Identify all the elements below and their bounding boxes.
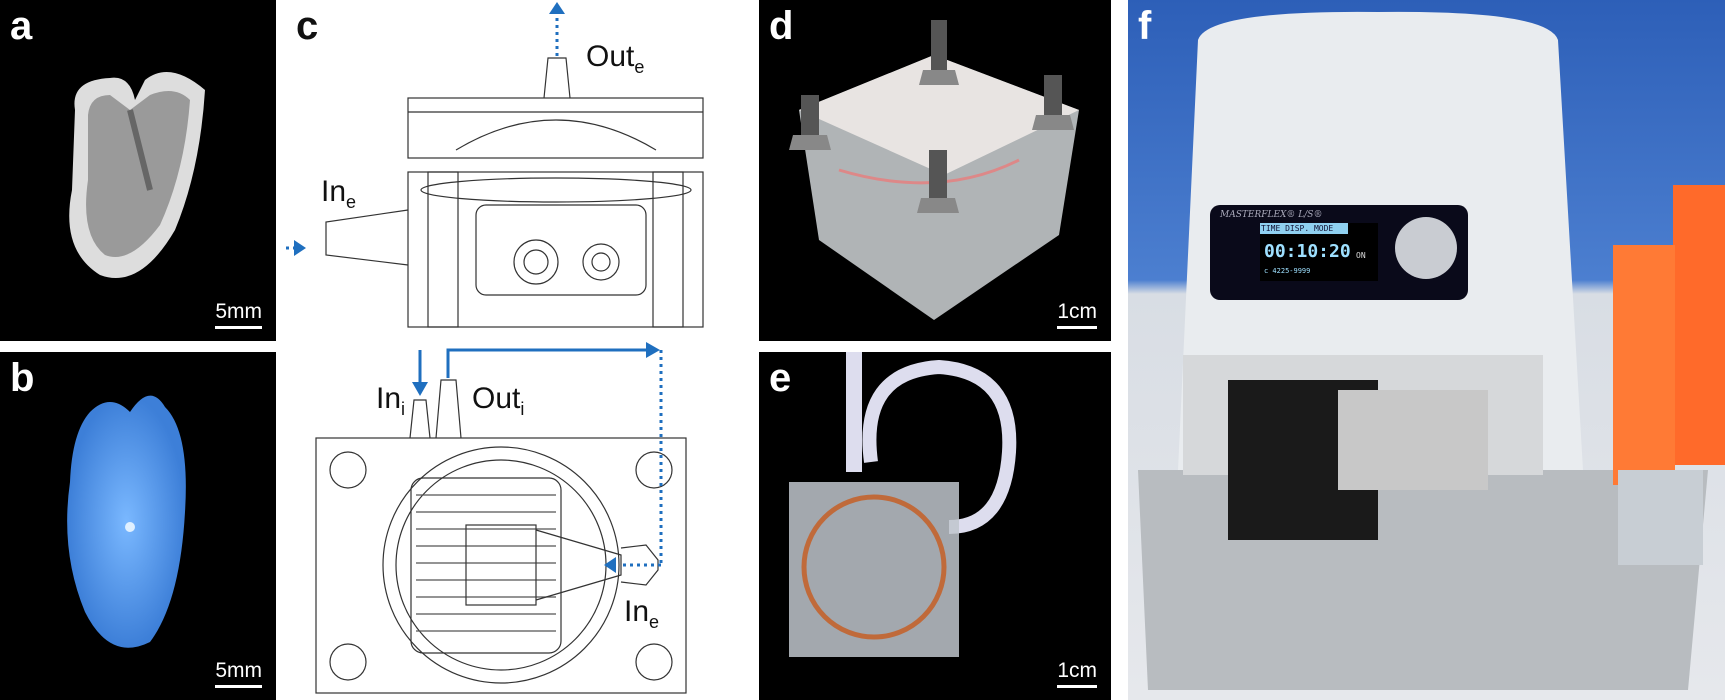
scale-bar: 5mm bbox=[215, 300, 262, 329]
scale-label: 5mm bbox=[215, 659, 262, 682]
pump-setup-photo bbox=[1138, 11, 1725, 690]
scale-bar: 1cm bbox=[1057, 659, 1097, 688]
chamber-photo bbox=[789, 20, 1079, 320]
panel-f-peristaltic-pump: f MASTERFLEX® L/S® TIME DISP. MODE 00:10… bbox=[1128, 0, 1725, 700]
pump-brand: MASTERFLEX® L/S® bbox=[1220, 210, 1323, 220]
panel-d-chamber-photo: d 1cm bbox=[759, 0, 1111, 341]
panel-label: e bbox=[769, 356, 792, 400]
pump-direction-pad[interactable] bbox=[1395, 217, 1457, 279]
label-out-e: Oute bbox=[586, 40, 645, 77]
panel-c-chamber-schematic: c Oute Ine Ini Outi Ine bbox=[286, 0, 748, 700]
scale-bar: 1cm bbox=[1057, 300, 1097, 329]
lcd-mode: TIME DISP. MODE bbox=[1260, 223, 1348, 234]
label-in-i: Ini bbox=[376, 382, 406, 419]
panel-b-fluorescent-heart: b 5mm bbox=[0, 352, 276, 700]
label-in-e-bottom: Ine bbox=[624, 595, 660, 632]
chamber-line-drawing bbox=[286, 2, 704, 694]
pump-control-panel: MASTERFLEX® L/S® TIME DISP. MODE 00:10:2… bbox=[1210, 205, 1468, 300]
panel-label: a bbox=[10, 4, 33, 48]
panel-label: b bbox=[10, 356, 35, 400]
panel-e-chamber-with-tubing: e 1cm bbox=[759, 352, 1111, 700]
scale-bar: 5mm bbox=[215, 659, 262, 688]
panel-label: c bbox=[296, 4, 319, 48]
scale-label: 1cm bbox=[1057, 659, 1097, 682]
panel-label: d bbox=[769, 4, 794, 48]
label-in-e-top: Ine bbox=[321, 175, 357, 212]
pump-lcd-screen: TIME DISP. MODE 00:10:20 c 4225-9999 ON bbox=[1260, 223, 1378, 281]
label-out-i: Outi bbox=[472, 382, 525, 419]
lcd-status: ON bbox=[1356, 251, 1366, 260]
fluorescent-heart-image bbox=[67, 395, 186, 648]
chamber-tubing-photo bbox=[789, 352, 1017, 657]
lcd-code: c 4225-9999 bbox=[1264, 267, 1311, 275]
scale-label: 5mm bbox=[215, 300, 262, 323]
scale-label: 1cm bbox=[1057, 300, 1097, 323]
heart-3d-model-image bbox=[69, 72, 205, 278]
lcd-time: 00:10:20 bbox=[1264, 241, 1351, 262]
panel-label: f bbox=[1138, 4, 1152, 48]
panel-a-heart-model: a 5mm bbox=[0, 0, 276, 341]
